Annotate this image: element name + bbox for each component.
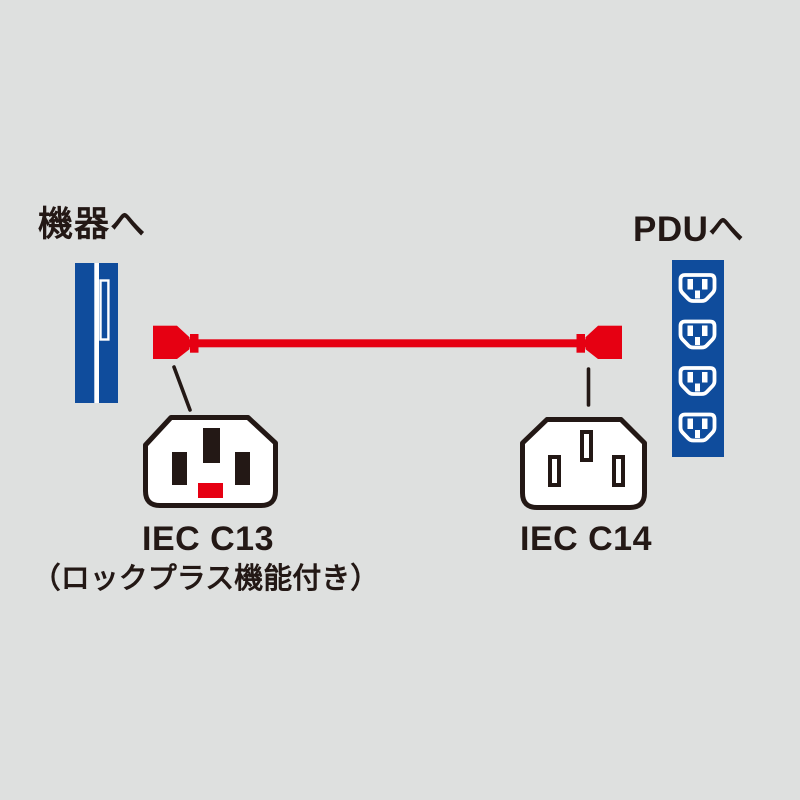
- c14-pin-left: [548, 455, 561, 487]
- cable-cord: [189, 339, 586, 348]
- c13-pin-slot-left: [172, 452, 187, 485]
- c13-pin-slot-earth: [203, 428, 220, 463]
- c14-plug: [598, 325, 622, 359]
- c14-connector-icon: [520, 417, 647, 510]
- panel-seam: [94, 263, 99, 403]
- device-destination-label: 機器へ: [38, 205, 147, 244]
- device-panel-graphic: [75, 263, 118, 403]
- c13-name-label: IEC C13: [142, 520, 274, 558]
- pdu-destination-label: PDUへ: [633, 210, 744, 249]
- c14-strain-relief: [576, 334, 585, 353]
- c14-name-label: IEC C14: [520, 520, 652, 558]
- c13-connector-icon: [143, 415, 278, 508]
- c14-pin-right: [612, 455, 625, 487]
- power-cable-graphic: [153, 325, 622, 359]
- c14-plug-taper: [585, 325, 598, 359]
- c13-plug: [153, 325, 177, 359]
- c13-note-label: （ロックプラス機能付き）: [31, 563, 380, 595]
- c13-pin-slot-right: [235, 452, 250, 485]
- power-inlet-slot-inner: [101, 281, 108, 339]
- c13-strain-relief: [190, 334, 199, 353]
- c14-leader-line: [586, 367, 591, 407]
- c13-leader-line: [172, 365, 192, 412]
- c14-pin-earth: [580, 430, 593, 462]
- c13-plug-taper: [177, 325, 190, 359]
- c13-lock-indicator: [198, 483, 223, 498]
- pdu-strip-graphic: [672, 260, 724, 457]
